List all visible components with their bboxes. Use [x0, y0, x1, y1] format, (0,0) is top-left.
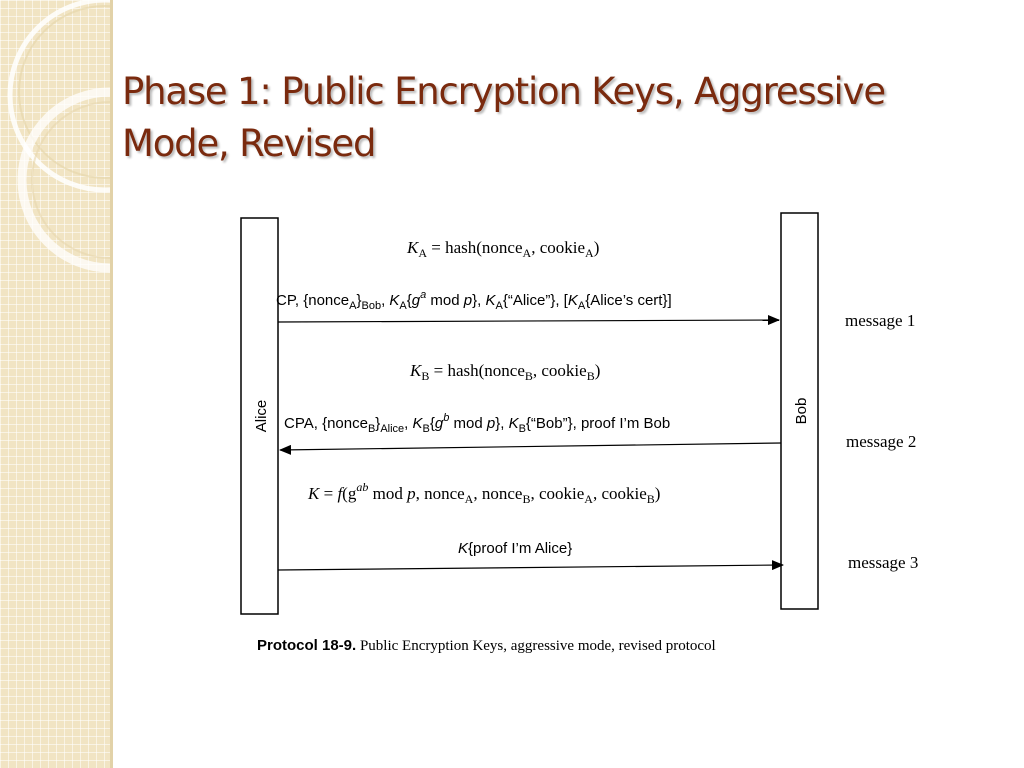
equation-ka: KA = hash(nonceA, cookieA) [406, 238, 599, 260]
message-2-text: CPA, {nonceB}Alice, KB{gb mod p}, KB{“Bo… [284, 412, 670, 435]
title-line-1: Phase 1: Public Encryption Keys, Aggress… [122, 70, 886, 113]
message-1-text: CP, {nonceA}Bob, KA{ga mod p}, KA{“Alice… [276, 289, 672, 312]
deco-circle-large [7, 0, 113, 193]
figure-caption: Protocol 18-9. Public Encryption Keys, a… [257, 637, 716, 654]
message-2-arrow [279, 442, 782, 455]
title-line-2: Mode, Revised [122, 122, 376, 165]
alice-label: Alice [253, 400, 270, 433]
deco-circle-large-inner [18, 5, 113, 179]
message-2-label: message 2 [846, 432, 916, 451]
equation-kb: KB = hash(nonceB, cookieB) [409, 361, 600, 383]
bob-label: Bob [793, 398, 810, 425]
decorative-sidebar [0, 0, 113, 768]
message-1-label: message 1 [845, 311, 915, 330]
bob-lifeline-box [780, 212, 819, 610]
slide-title: Phase 1: Public Encryption Keys, Aggress… [122, 66, 1002, 170]
equation-k: K = f(gab mod p, nonceA, nonceB, cookieA… [307, 480, 660, 506]
sidebar-edge [110, 0, 113, 768]
message-3-arrow [277, 560, 784, 571]
message-3-label: message 3 [848, 553, 918, 572]
alice-lifeline-box [240, 217, 279, 615]
message-1-arrow [277, 315, 780, 326]
message-3-text: K{proof I’m Alice} [458, 540, 572, 557]
